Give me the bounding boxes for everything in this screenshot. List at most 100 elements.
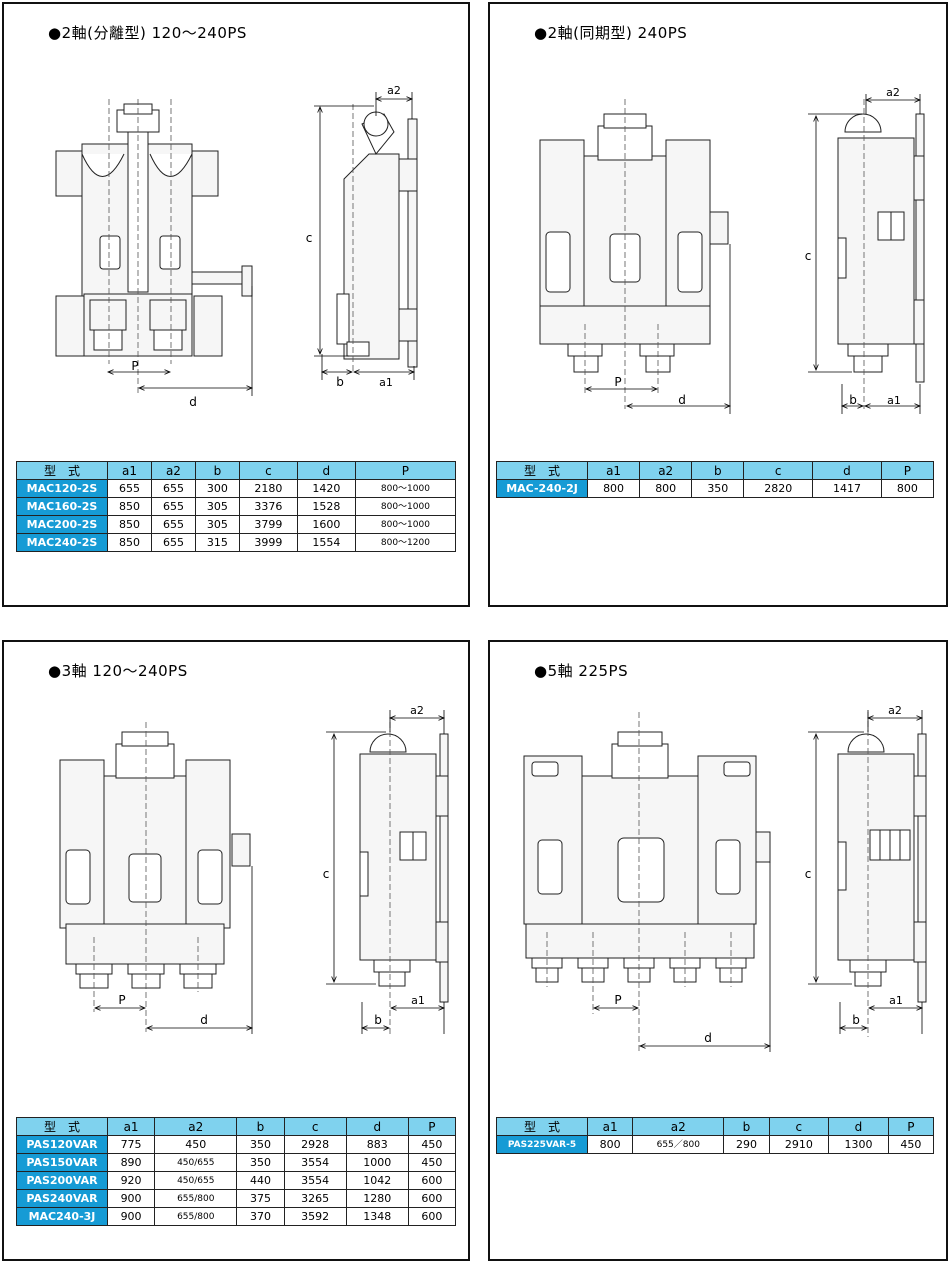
col-header-a2: a2 — [150, 461, 196, 480]
spec-table: 型 式 a1 a2 b c d P MAC120-2S 655 655 300 … — [16, 461, 457, 552]
dim-p-label: P — [131, 359, 138, 373]
col-header-p: P — [880, 461, 935, 480]
table-cell: 450/655 — [154, 1153, 238, 1172]
col-header-b: b — [723, 1117, 770, 1136]
col-header-p: P — [407, 1117, 457, 1136]
table-cell: 2910 — [768, 1135, 830, 1154]
dim-d-label: d — [678, 393, 686, 407]
table-cell: 3999 — [238, 533, 298, 552]
table-cell: 450 — [407, 1135, 457, 1154]
table-cell: 800 — [586, 1135, 634, 1154]
table-cell: 370 — [236, 1207, 285, 1226]
dim-c-label: c — [805, 867, 812, 881]
table-cell: 3592 — [283, 1207, 347, 1226]
dim-a2-label: a2 — [888, 704, 902, 717]
col-header-c: c — [768, 1117, 830, 1136]
table-cell: 1300 — [828, 1135, 889, 1154]
table-cell: 305 — [194, 497, 240, 516]
col-header-a1: a1 — [107, 461, 152, 480]
table-cell: 800 — [586, 479, 641, 498]
table-cell: 850 — [107, 497, 152, 516]
table-cell: 655 — [150, 497, 196, 516]
model-cell: PAS120VAR — [16, 1135, 108, 1154]
dim-b-label: b — [374, 1013, 382, 1027]
model-cell: MAC120-2S — [16, 479, 108, 498]
model-cell: PAS240VAR — [16, 1189, 108, 1208]
col-header-a1: a1 — [586, 1117, 634, 1136]
table-row: MAC120-2S 655 655 300 2180 1420 800～1000 — [16, 479, 457, 498]
table-cell: 655 — [107, 479, 152, 498]
table-row: PAS225VAR-5 800 655／800 290 2910 1300 45… — [496, 1135, 935, 1154]
table-row: MAC-240-2J 800 800 350 2820 1417 800 — [496, 479, 935, 498]
table-cell: 1280 — [345, 1189, 409, 1208]
table-cell: 850 — [107, 533, 152, 552]
table-cell: 655／800 — [632, 1135, 725, 1154]
spec-table: 型 式 a1 a2 b c d P MAC-240-2J 800 800 350… — [496, 461, 935, 498]
col-header-p: P — [354, 461, 457, 480]
table-cell: 1528 — [296, 497, 356, 516]
table-cell: 1420 — [296, 479, 356, 498]
table-cell: 350 — [236, 1135, 285, 1154]
table-cell: 655 — [150, 533, 196, 552]
panel-title: ●3軸 120～240PS — [48, 662, 188, 680]
spec-table-header: 型 式 a1 a2 b c d P — [496, 1117, 935, 1136]
table-cell: 1042 — [345, 1171, 409, 1190]
dim-c-label: c — [306, 231, 313, 245]
table-row: PAS150VAR 890 450/655 350 3554 1000 450 — [16, 1153, 457, 1172]
table-cell: 655 — [150, 515, 196, 534]
table-cell: 1600 — [296, 515, 356, 534]
spec-table: 型 式 a1 a2 b c d P PAS225VAR-5 800 655／80… — [496, 1117, 935, 1154]
table-cell: 600 — [407, 1207, 457, 1226]
table-cell: 800～1200 — [354, 533, 457, 552]
table-cell: 3799 — [238, 515, 298, 534]
table-cell: 890 — [106, 1153, 156, 1172]
col-header-a2: a2 — [632, 1117, 725, 1136]
table-cell: 800 — [880, 479, 935, 498]
col-header-d: d — [812, 461, 882, 480]
table-cell: 305 — [194, 515, 240, 534]
col-header-c: c — [743, 461, 814, 480]
model-cell: PAS150VAR — [16, 1153, 108, 1172]
spec-table-header: 型 式 a1 a2 b c d P — [16, 461, 457, 480]
spec-table: 型 式 a1 a2 b c d P PAS120VAR 775 450 350 … — [16, 1117, 457, 1226]
table-row: PAS200VAR 920 450/655 440 3554 1042 600 — [16, 1171, 457, 1190]
panel-title: ●5軸 225PS — [534, 662, 629, 680]
table-cell: 800 — [639, 479, 693, 498]
model-cell: PAS225VAR-5 — [496, 1135, 588, 1154]
dim-b-label: b — [852, 1013, 860, 1027]
table-row: MAC240-2S 850 655 315 3999 1554 800～1200 — [16, 533, 457, 552]
dim-c-label: c — [323, 867, 330, 881]
model-cell: MAC240-2S — [16, 533, 108, 552]
table-cell: 655/800 — [154, 1207, 238, 1226]
col-header-model: 型 式 — [16, 461, 108, 480]
table-cell: 450 — [154, 1135, 238, 1154]
machine-diagram: P d c a2 b a1 — [59, 704, 449, 1037]
col-header-c: c — [283, 1117, 347, 1136]
table-cell: 800～1000 — [354, 497, 457, 516]
spec-table-header: 型 式 a1 a2 b c d P — [496, 461, 935, 480]
table-cell: 450 — [887, 1135, 935, 1154]
table-cell: 3265 — [283, 1189, 347, 1208]
table-row: MAC160-2S 850 655 305 3376 1528 800～1000 — [16, 497, 457, 516]
model-cell: MAC200-2S — [16, 515, 108, 534]
table-cell: 375 — [236, 1189, 285, 1208]
table-cell: 900 — [106, 1207, 156, 1226]
dim-b-label: b — [336, 375, 344, 389]
col-header-model: 型 式 — [496, 1117, 588, 1136]
table-cell: 290 — [723, 1135, 770, 1154]
model-cell: MAC160-2S — [16, 497, 108, 516]
panel-5axis: ●5軸 225PS — [488, 640, 948, 1261]
model-cell: MAC240-3J — [16, 1207, 108, 1226]
table-cell: 655 — [150, 479, 196, 498]
table-cell: 2180 — [238, 479, 298, 498]
dim-a1-label: a1 — [889, 994, 903, 1007]
col-header-model: 型 式 — [496, 461, 588, 480]
machine-diagram: P d c a2 b a1 — [539, 86, 925, 414]
table-cell: 1417 — [812, 479, 882, 498]
dim-a2-label: a2 — [387, 84, 401, 97]
col-header-a2: a2 — [154, 1117, 238, 1136]
table-cell: 440 — [236, 1171, 285, 1190]
col-header-p: P — [887, 1117, 935, 1136]
table-cell: 800～1000 — [354, 515, 457, 534]
table-cell: 1554 — [296, 533, 356, 552]
